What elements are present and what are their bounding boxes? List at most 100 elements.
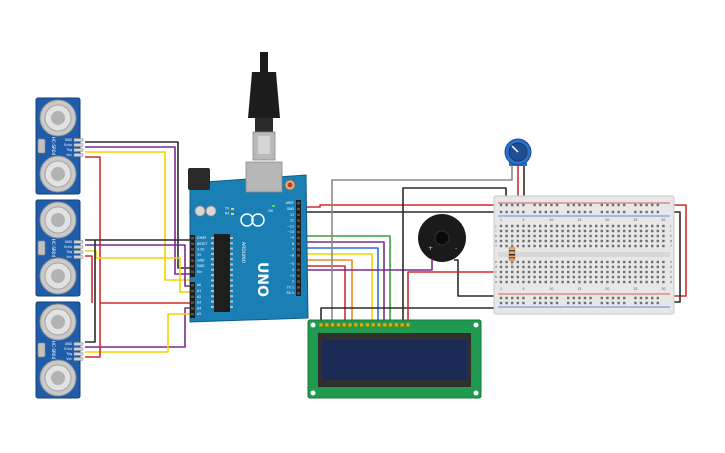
digital-pin[interactable] — [297, 286, 300, 289]
breadboard-hole[interactable] — [583, 265, 587, 269]
breadboard-hole[interactable] — [606, 229, 609, 233]
rail-hole[interactable] — [600, 296, 603, 300]
potentiometer[interactable] — [504, 138, 532, 166]
breadboard-hole[interactable] — [499, 260, 503, 264]
breadboard-hole[interactable] — [516, 224, 519, 228]
rail-hole[interactable] — [589, 210, 592, 214]
analog-pin[interactable] — [191, 313, 194, 316]
breadboard-hole[interactable] — [662, 265, 665, 269]
lcd-pin[interactable] — [365, 322, 370, 327]
breadboard-hole[interactable] — [639, 270, 643, 274]
rail-hole[interactable] — [555, 203, 559, 207]
breadboard-hole[interactable] — [544, 265, 547, 269]
power-pin[interactable] — [191, 242, 194, 245]
rail-hole[interactable] — [550, 203, 553, 207]
breadboard-hole[interactable] — [527, 270, 531, 274]
breadboard-hole[interactable] — [662, 224, 665, 228]
breadboard-hole[interactable] — [628, 275, 631, 279]
rail-hole[interactable] — [550, 296, 553, 300]
breadboard-hole[interactable] — [533, 260, 536, 264]
breadboard-hole[interactable] — [623, 234, 626, 238]
breadboard-hole[interactable] — [567, 270, 570, 274]
breadboard-hole[interactable] — [516, 244, 519, 248]
breadboard-hole[interactable] — [516, 265, 519, 269]
rail-hole[interactable] — [539, 210, 542, 214]
breadboard-hole[interactable] — [555, 270, 559, 274]
breadboard-hole[interactable] — [499, 280, 503, 284]
rail-hole[interactable] — [555, 301, 559, 305]
rail-hole[interactable] — [533, 210, 536, 214]
rail-hole[interactable] — [617, 203, 620, 207]
rail-hole[interactable] — [522, 296, 525, 300]
rail-hole[interactable] — [600, 301, 603, 305]
breadboard-hole[interactable] — [662, 260, 665, 264]
breadboard-hole[interactable] — [505, 275, 508, 279]
breadboard-hole[interactable] — [662, 275, 665, 279]
breadboard-hole[interactable] — [656, 229, 659, 233]
lcd-pin[interactable] — [388, 322, 393, 327]
breadboard-hole[interactable] — [645, 260, 648, 264]
breadboard-hole[interactable] — [600, 244, 603, 248]
rail-hole[interactable] — [555, 210, 559, 214]
breadboard-hole[interactable] — [533, 224, 536, 228]
breadboard-hole[interactable] — [628, 260, 631, 264]
breadboard-hole[interactable] — [600, 270, 603, 274]
breadboard-hole[interactable] — [555, 265, 559, 269]
breadboard-hole[interactable] — [656, 275, 659, 279]
breadboard-hole[interactable] — [651, 260, 654, 264]
digital-pin[interactable] — [297, 242, 300, 245]
breadboard-hole[interactable] — [499, 239, 503, 243]
rail-hole[interactable] — [656, 301, 659, 305]
breadboard-hole[interactable] — [589, 270, 592, 274]
rail-hole[interactable] — [611, 296, 615, 300]
rail-hole[interactable] — [606, 203, 609, 207]
breadboard-hole[interactable] — [628, 224, 631, 228]
rail-hole[interactable] — [578, 301, 581, 305]
rail-hole[interactable] — [589, 296, 592, 300]
digital-pin[interactable] — [297, 225, 300, 228]
rail-hole[interactable] — [611, 301, 615, 305]
breadboard-hole[interactable] — [634, 234, 637, 238]
rail-hole[interactable] — [578, 210, 581, 214]
breadboard-hole[interactable] — [634, 275, 637, 279]
breadboard-hole[interactable] — [634, 280, 637, 284]
breadboard-hole[interactable] — [555, 260, 559, 264]
rail-hole[interactable] — [645, 301, 648, 305]
breadboard-hole[interactable] — [600, 260, 603, 264]
breadboard-hole[interactable] — [662, 229, 665, 233]
breadboard-hole[interactable] — [539, 275, 542, 279]
breadboard-hole[interactable] — [611, 224, 615, 228]
rail-hole[interactable] — [645, 210, 648, 214]
rail-hole[interactable] — [539, 301, 542, 305]
breadboard-hole[interactable] — [639, 260, 643, 264]
analog-pin[interactable] — [191, 284, 194, 287]
breadboard-hole[interactable] — [516, 280, 519, 284]
breadboard-hole[interactable] — [617, 224, 620, 228]
breadboard-hole[interactable] — [572, 244, 575, 248]
breadboard-hole[interactable] — [516, 234, 519, 238]
digital-pin[interactable] — [297, 254, 300, 257]
breadboard-hole[interactable] — [662, 239, 665, 243]
breadboard-hole[interactable] — [662, 270, 665, 274]
power-pin[interactable] — [191, 259, 194, 262]
breadboard-hole[interactable] — [628, 280, 631, 284]
sensor-pin[interactable] — [73, 352, 84, 356]
breadboard-hole[interactable] — [583, 260, 587, 264]
breadboard-hole[interactable] — [527, 234, 531, 238]
rail-hole[interactable] — [617, 301, 620, 305]
breadboard-hole[interactable] — [583, 244, 587, 248]
lcd-pin[interactable] — [348, 322, 353, 327]
power-pin[interactable] — [191, 253, 194, 257]
breadboard-hole[interactable] — [567, 244, 570, 248]
breadboard-hole[interactable] — [499, 229, 503, 233]
breadboard-hole[interactable] — [611, 270, 615, 274]
breadboard-hole[interactable] — [572, 234, 575, 238]
rail-hole[interactable] — [651, 203, 654, 207]
rail-hole[interactable] — [634, 301, 637, 305]
breadboard-hole[interactable] — [589, 265, 592, 269]
breadboard-hole[interactable] — [572, 275, 575, 279]
breadboard-hole[interactable] — [550, 275, 553, 279]
analog-pin[interactable] — [191, 307, 194, 310]
digital-pin[interactable] — [297, 236, 300, 240]
breadboard-hole[interactable] — [589, 260, 592, 264]
